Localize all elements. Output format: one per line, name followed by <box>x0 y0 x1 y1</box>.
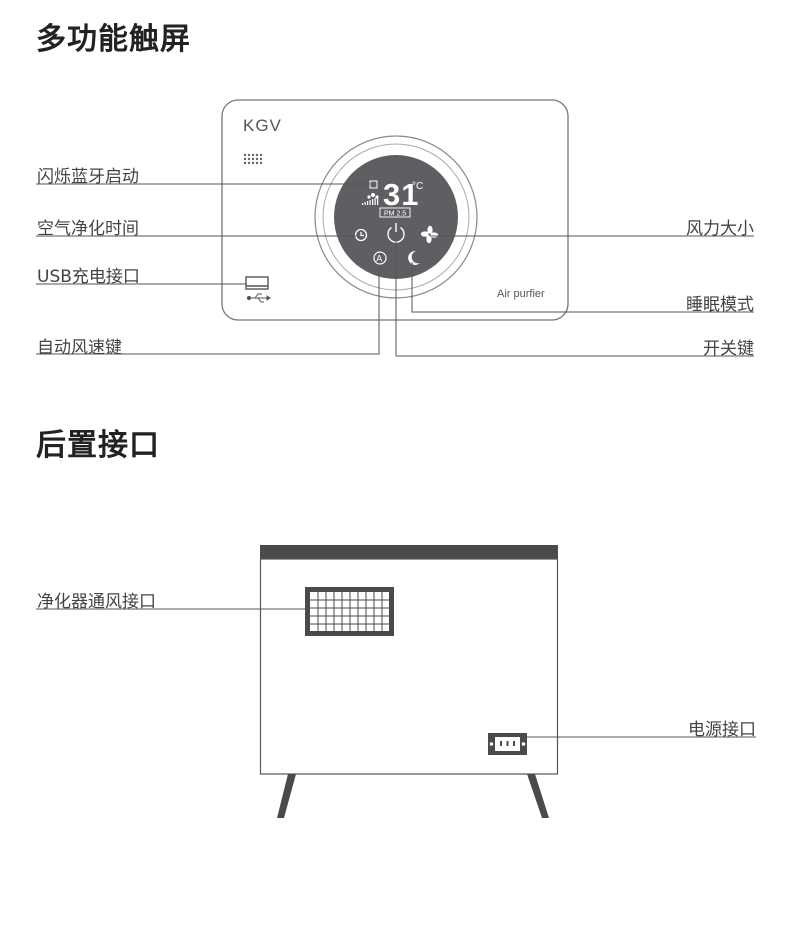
rear-top-bar <box>260 545 558 559</box>
usb-icon <box>246 293 271 303</box>
brand-logo: KGV <box>243 116 282 135</box>
vent-grid-lines <box>310 592 389 631</box>
label-auto-speed: 自动风速键 <box>37 338 122 358</box>
signal-bars-icon <box>362 197 379 205</box>
usb-port <box>245 276 269 290</box>
temperature-value: 31 <box>383 177 419 212</box>
touch-section-title: 多功能触屏 <box>36 22 191 57</box>
sleep-moon-icon <box>408 250 420 265</box>
power-callout-line <box>395 240 754 357</box>
right-leg <box>527 774 549 818</box>
left-leg <box>277 774 296 818</box>
sleep-callout-line <box>411 262 754 313</box>
pm-label: PM 2.5 <box>384 211 406 218</box>
timer-icon <box>354 228 368 242</box>
svg-text:A: A <box>376 254 382 264</box>
label-bluetooth: 闪烁蓝牙启动 <box>37 167 139 187</box>
auto-speed-icon: A <box>373 251 387 265</box>
label-power-key: 开关键 <box>703 339 754 359</box>
dot-grid-icon <box>243 153 263 165</box>
label-sleep-mode: 睡眠模式 <box>686 295 754 315</box>
rear-section-title: 后置接口 <box>36 428 160 463</box>
label-vent: 净化器通风接口 <box>37 592 156 612</box>
label-power-socket: 电源接口 <box>688 720 756 740</box>
product-label: Air purfier <box>497 288 545 300</box>
pm-badge <box>379 207 411 218</box>
label-usb: USB充电接口 <box>37 267 140 287</box>
auto-speed-callout-line <box>36 265 380 355</box>
label-fan-power: 风力大小 <box>686 219 754 239</box>
label-timer: 空气净化时间 <box>37 219 139 239</box>
temperature-unit: °C <box>412 181 423 192</box>
